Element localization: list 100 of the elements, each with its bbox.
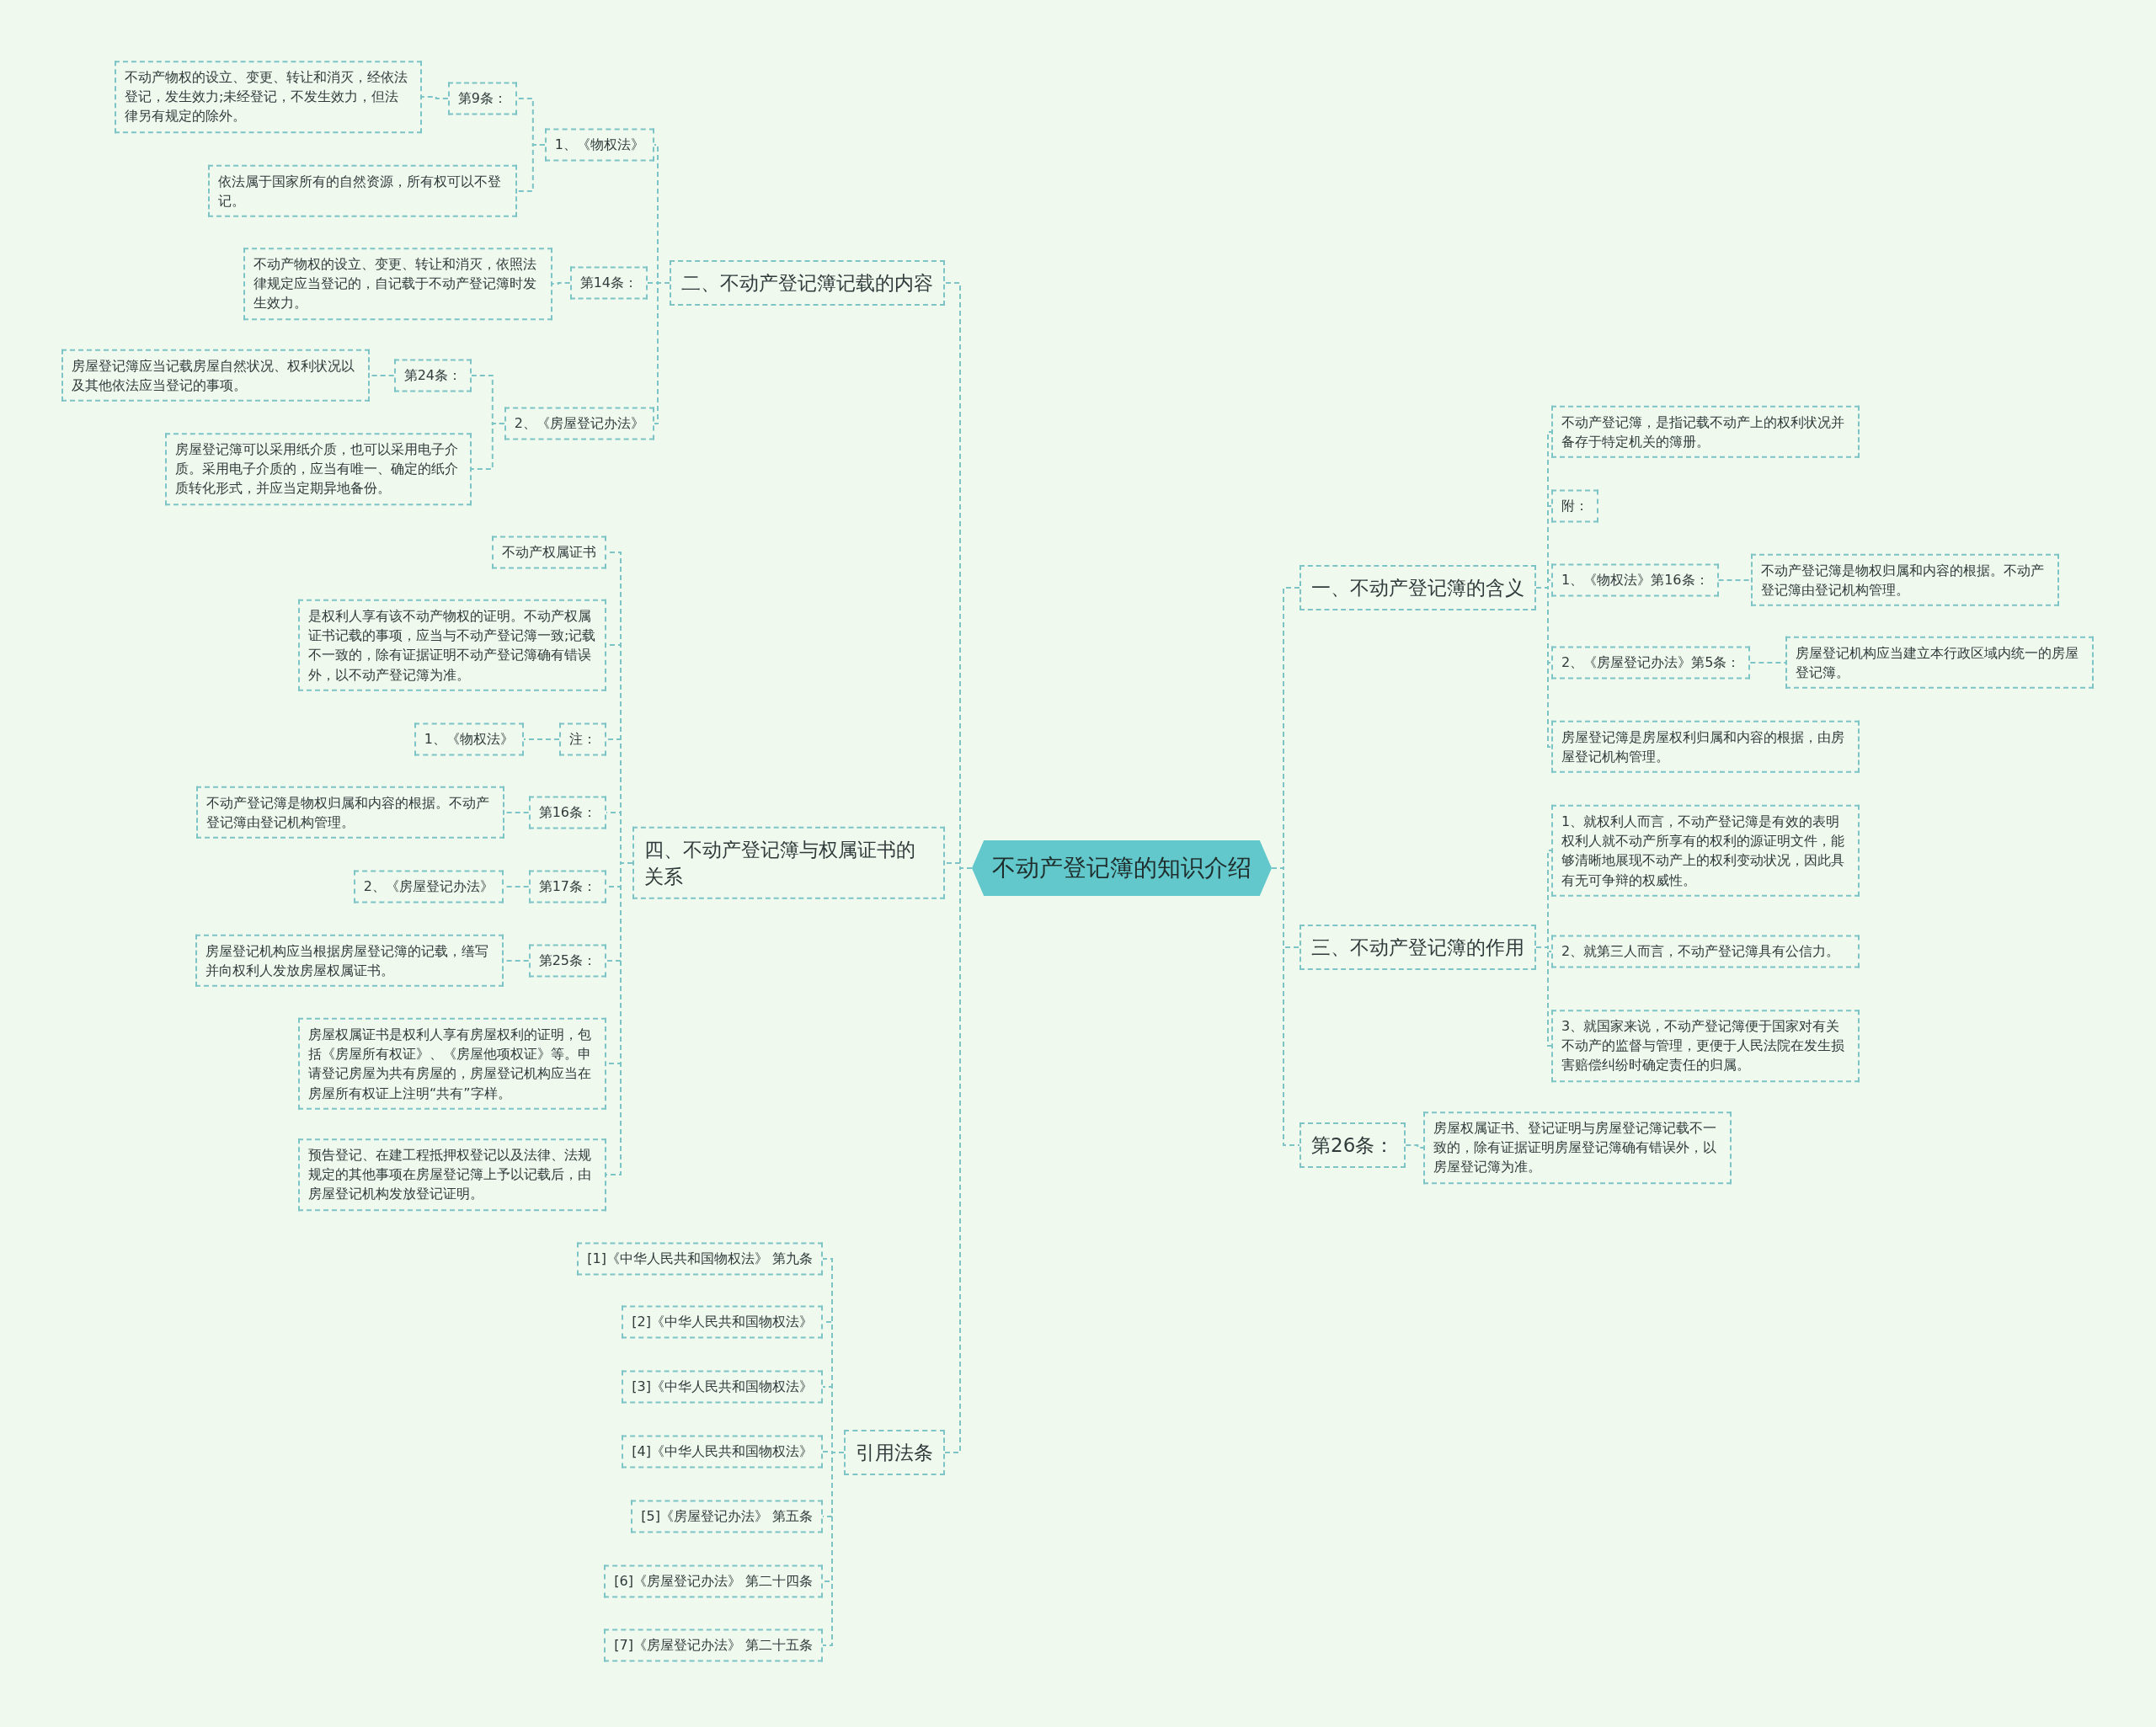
branch-topic-box [1299,564,1536,611]
branch-topic-box [1299,924,1536,971]
connector-line [1749,662,1786,664]
topic-text: 房屋登记簿可以采用纸介质，也可以采用电子介质。采用电子介质的，应当有唯一、确定的纸介质转化形式，并应当定期异地备份。 [175,440,459,498]
topic-text: [3]《中华人民共和国物权法》 [632,1378,813,1397]
topic-text: 引用法条 [856,1440,933,1465]
subtopic-box [528,870,606,903]
subtopic-box [631,1500,823,1533]
topic-text: 房屋登记簿应当记载房屋自然状况、权利状况以及其他依法应当登记的事项。 [72,356,355,395]
subtopic-box [528,944,606,978]
connector-line [654,282,670,424]
subtopic-box [1551,935,1860,968]
central-topic-text: 不动产登记簿的知识介绍 [992,853,1251,883]
subtopic-box [604,1628,823,1662]
subtopic-box [492,536,606,569]
subtopic-box [208,164,517,218]
subtopic-box [1551,804,1860,897]
connector-line [516,144,546,192]
topic-text: [1]《中华人民共和国物权法》 第九条 [587,1250,813,1269]
topic-text: 第9条： [457,89,507,109]
topic-text: 房屋登记机构应当根据房屋登记簿的记载，缮写并向权利人发放房屋权属证书。 [205,941,489,980]
subtopic-box [447,82,517,115]
subtopic-box [243,248,552,320]
topic-text: 不动产物权的设立、变更、转让和消灭，依照法律规定应当登记的，自记载于不动产登记簿时发生效力。 [253,255,537,313]
subtopic-box [569,266,648,300]
branch-topic-box [632,826,945,900]
topic-text: [6]《房屋登记办法》 第二十四条 [614,1572,813,1591]
branch-topic-box [1299,1122,1406,1169]
subtopic-box [1785,636,2094,690]
connector-line [1405,1144,1424,1149]
subtopic-box [622,1370,823,1404]
subtopic-box [622,1305,823,1339]
subtopic-box [195,934,504,988]
subtopic-box [298,1017,606,1110]
subtopic-box [1551,646,1751,680]
subtopic-box [544,128,654,162]
topic-text: 房屋登记簿是房屋权利归属和内容的根据，由房屋登记机构管理。 [1561,728,1845,766]
branch-topic-box [844,1429,945,1476]
topic-text: 不动产物权的设立、变更、转让和消灭，经依法登记，发生效力;未经登记，不发生效力，但法律另有规定的除外。 [125,68,408,126]
topic-text: 二、不动产登记簿记载的内容 [681,270,933,296]
topic-text: 2、《房屋登记办法》 [363,877,494,897]
subtopic-box [504,407,654,440]
subtopic-box [61,349,370,402]
topic-text: 不动产登记簿是物权归属和内容的根据。不动产登记簿由登记机构管理。 [1761,561,2045,600]
topic-text: 第26条： [1311,1133,1395,1158]
topic-text: 三、不动产登记簿的作用 [1311,935,1524,960]
subtopic-box [393,359,472,392]
subtopic-box [298,599,606,691]
topic-text: 1、就权利人而言，不动产登记簿是有效的表明权利人就不动产所享有的权利的源证明文件，能够清晰地展现不动产上的权利变动状况，因此具有无可争辩的权威性。 [1561,812,1845,890]
topic-text: 2、《房屋登记办法》 [514,414,644,434]
topic-text: 1、《物权法》第16条： [1561,571,1709,590]
topic-text: 是权利人享有该不动产物权的证明。不动产权属证书记载的事项，应当与不动产登记簿一致;记载不一致的，除有证据证明不动产登记簿确有错误外，以不动产登记簿为准。 [308,606,596,685]
connector-line [523,738,560,740]
subtopic-box [1423,1111,1732,1184]
connector-line [1271,867,1300,1146]
topic-text: [4]《中华人民共和国物权法》 [632,1442,813,1462]
subtopic-box [1551,489,1598,523]
connector-line [421,96,449,99]
subtopic-box [1751,553,2059,607]
subtopic-box [1551,1010,1860,1082]
topic-text: [5]《房屋登记办法》 第五条 [641,1507,813,1527]
topic-text: 第24条： [403,366,462,386]
topic-text: 1、《物权法》 [554,136,644,155]
connector-line [552,282,571,285]
subtopic-box [1551,563,1719,597]
topic-text: 房屋权属证书、登记证明与房屋登记簿记载不一致的，除有证据证明房屋登记簿确有错误外，以房屋登记簿为准。 [1433,1119,1717,1177]
subtopic-box [298,1138,606,1211]
topic-text: 1、《物权法》 [424,730,514,749]
topic-text: 2、《房屋登记办法》第5条： [1561,653,1741,673]
subtopic-box [115,61,422,133]
topic-text: 四、不动产登记簿与权属证书的关系 [644,837,916,889]
subtopic-box [165,433,472,505]
topic-text: 不动产权属证书 [502,543,596,562]
topic-text: 房屋登记机构应当建立本行政区域内统一的房屋登记簿。 [1796,643,2079,682]
connector-line [1535,946,1552,1047]
topic-text: 2、就第三人而言，不动产登记簿具有公信力。 [1561,942,1841,962]
subtopic-box [577,1242,823,1276]
topic-text: 一、不动产登记簿的含义 [1311,575,1524,600]
topic-text: 依法属于国家所有的自然资源，所有权可以不登记。 [218,172,502,211]
subtopic-box [559,722,606,756]
subtopic-box [622,1435,823,1468]
connector-line [471,423,505,470]
topic-text: [7]《房屋登记办法》 第二十五条 [614,1636,813,1655]
subtopic-box [1551,405,1860,459]
connector-line [1717,579,1752,581]
subtopic-box [1551,720,1860,774]
topic-text: 预告登记、在建工程抵押权登记以及法律、法规规定的其他事项在房屋登记簿上予以记载后，由房屋登记机构发放登记证明。 [308,1146,592,1204]
topic-text: 附： [1561,497,1588,516]
subtopic-box [604,1564,823,1598]
topic-text: 注： [569,730,596,749]
topic-text: 房屋权属证书是权利人享有房屋权利的证明，包括《房屋所有权证》、《房屋他项权证》等。申请登记房屋为共有房屋的，房屋登记机构应当在房屋所有权证上注明“共有”字样。 [308,1025,592,1103]
subtopic-box [528,796,606,829]
topic-text: 3、就国家来说，不动产登记簿便于国家对有关不动产的监督与管理，更便于人民法院在发生损害赔偿纠纷时确定责任的归属。 [1561,1017,1845,1075]
subtopic-box [196,786,504,840]
topic-text: 第14条： [579,274,638,293]
connector-line [606,862,633,1175]
topic-text: 第25条： [538,951,596,971]
subtopic-box [414,722,524,756]
subtopic-box [353,870,504,903]
branch-topic-box [670,259,945,306]
